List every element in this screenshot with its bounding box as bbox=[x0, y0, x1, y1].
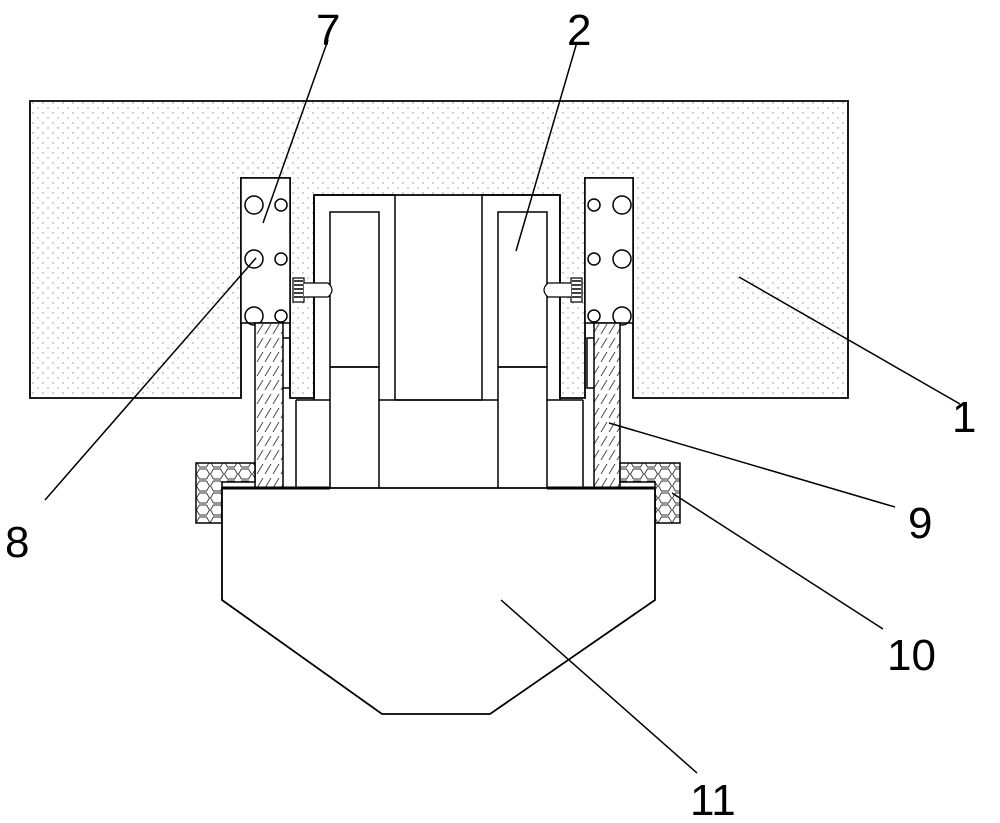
label-7: 7 bbox=[316, 6, 340, 55]
housing-block bbox=[29, 100, 849, 399]
center-stems bbox=[295, 366, 584, 488]
label-9: 9 bbox=[908, 499, 932, 548]
label-10: 10 bbox=[887, 631, 936, 680]
label-1: 1 bbox=[952, 393, 976, 442]
plug-slots bbox=[329, 211, 548, 368]
lock-pin-right bbox=[543, 277, 583, 303]
cushion-block-left bbox=[195, 462, 256, 524]
label-8: 8 bbox=[5, 518, 29, 567]
roller-guide-left bbox=[240, 177, 291, 326]
roller-guide-right bbox=[584, 177, 634, 326]
label-11: 11 bbox=[690, 776, 736, 823]
sliding-column-right bbox=[586, 322, 621, 489]
label-2: 2 bbox=[567, 6, 591, 55]
lock-pin-left bbox=[292, 277, 333, 303]
plug-head bbox=[221, 486, 656, 715]
leader-lines bbox=[44, 39, 961, 774]
sliding-column-left bbox=[254, 322, 291, 489]
